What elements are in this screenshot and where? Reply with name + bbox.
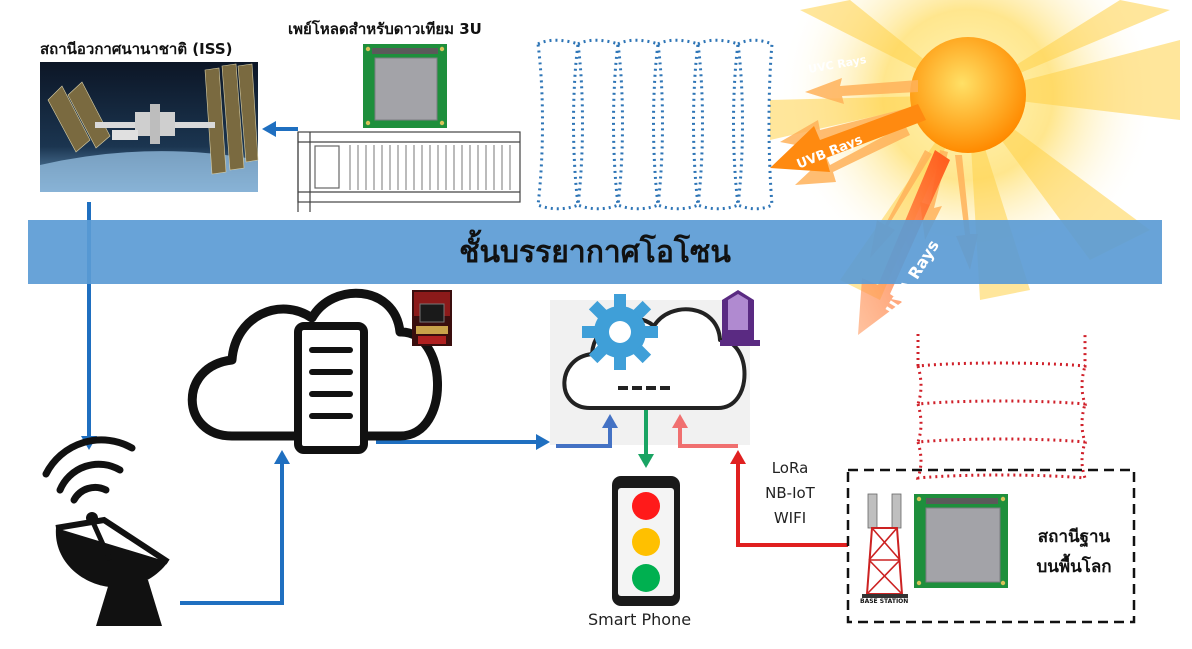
dotted-sensor-outlines bbox=[915, 334, 1088, 480]
cloud-server-icon bbox=[187, 288, 442, 454]
ground-station-label: สถานีฐาน บนพื้นโลก bbox=[1024, 522, 1124, 582]
satellite-dish-icon bbox=[42, 436, 170, 626]
base-station-tower-icon bbox=[862, 493, 908, 598]
university-logo bbox=[720, 290, 760, 346]
red-link-arrow bbox=[730, 450, 848, 547]
sensor-board-icon bbox=[914, 494, 1008, 588]
space-badge-logo bbox=[412, 290, 452, 346]
dotted-satellite-outlines bbox=[536, 38, 774, 211]
ozone-band bbox=[28, 220, 1162, 284]
arrow-lightblue-up bbox=[556, 414, 618, 448]
link-protocol-labels: LoRa NB-IoT WIFI bbox=[760, 456, 820, 531]
payload-board-icon bbox=[363, 44, 447, 128]
cloud-gear-icon bbox=[550, 294, 750, 445]
satellite-rack-icon bbox=[297, 131, 521, 212]
protocol-nbiot: NB-IoT bbox=[765, 484, 815, 502]
flow-arrow-dish-to-server bbox=[180, 450, 290, 605]
ground-station-box bbox=[846, 468, 1136, 624]
ground-station-label-line2: บนพื้นโลก bbox=[1036, 557, 1112, 577]
protocol-wifi: WIFI bbox=[773, 509, 807, 527]
protocol-lora: LoRa bbox=[771, 459, 809, 477]
ozone-layer-label: ชั้นบรรยากาศโอโซน bbox=[459, 234, 731, 270]
iss-title: สถานีอวกาศนานาชาติ (ISS) bbox=[40, 40, 233, 58]
payload-title: เพย์โหลดสำหรับดาวเทียม 3U bbox=[288, 20, 482, 38]
arrow-pink-up bbox=[672, 414, 738, 448]
flow-arrow-server-to-cloud bbox=[376, 434, 550, 450]
iss-photo bbox=[40, 62, 259, 192]
flow-arrow-rack-to-iss bbox=[262, 121, 298, 137]
smartphone-label: Smart Phone bbox=[588, 610, 692, 629]
smartphone-traffic-light-icon bbox=[612, 476, 680, 606]
ground-station-label-line1: สถานีฐาน bbox=[1037, 527, 1111, 547]
tower-caption: BASE STATION bbox=[860, 598, 909, 605]
arrow-green-down bbox=[638, 410, 654, 468]
